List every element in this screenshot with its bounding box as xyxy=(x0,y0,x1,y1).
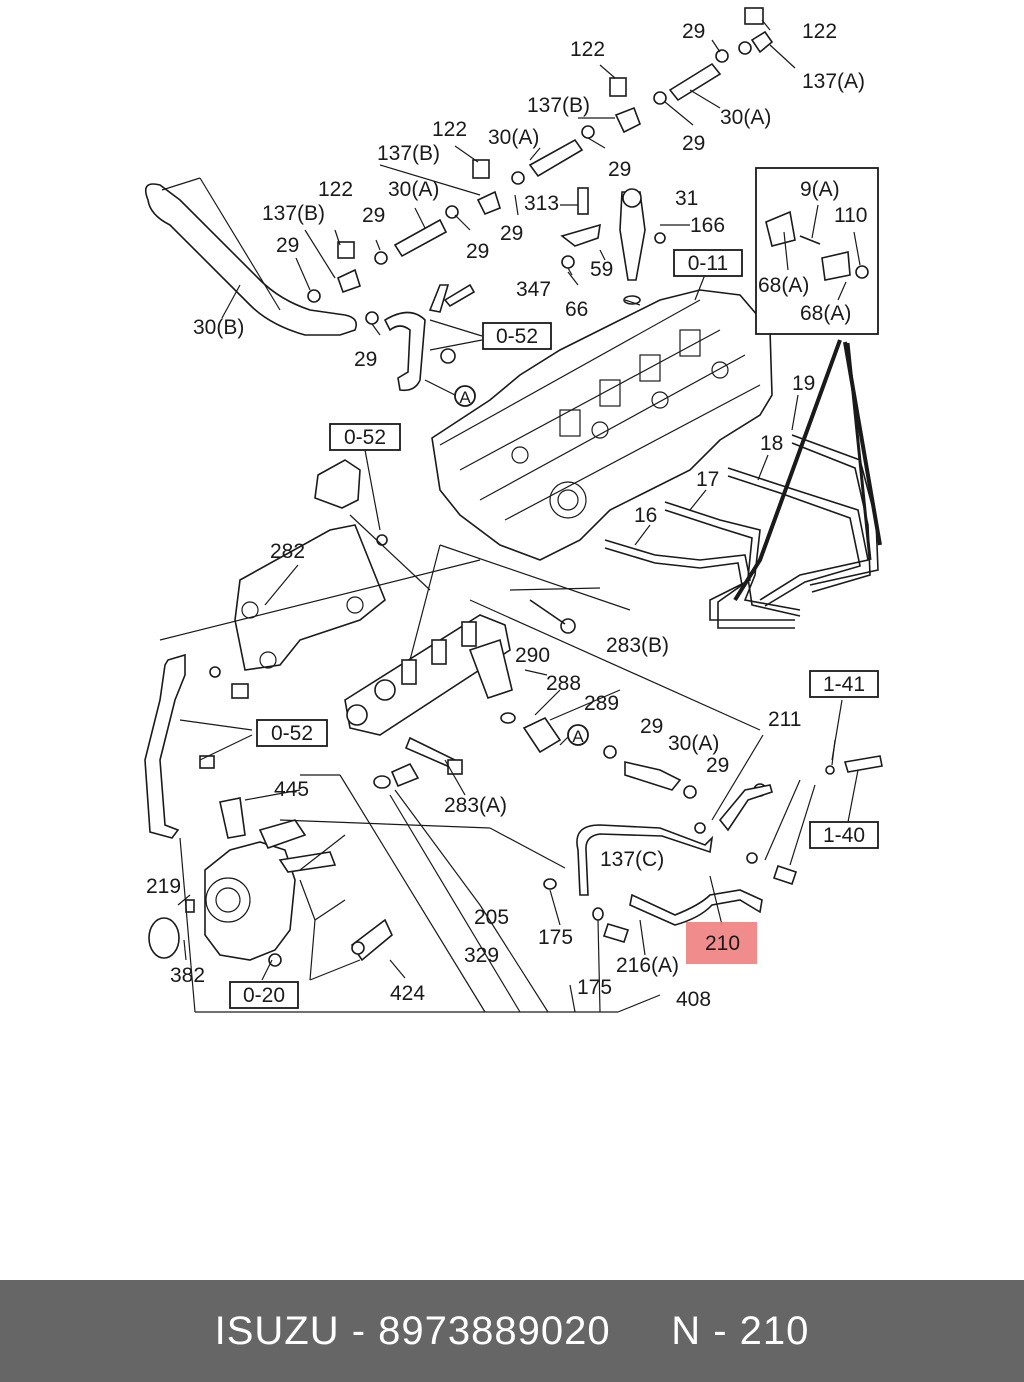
gap xyxy=(611,1309,672,1354)
pipe-210 xyxy=(629,889,763,926)
svg-text:0-20: 0-20 xyxy=(243,984,285,1007)
callout-313: 313 xyxy=(524,192,559,215)
callout-288: 288 xyxy=(546,672,581,695)
callout-68a: 68(A) xyxy=(758,274,809,297)
callout-424: 424 xyxy=(390,982,425,1005)
callout-29: 29 xyxy=(362,204,385,227)
supply-pump xyxy=(148,797,337,967)
callout-29: 29 xyxy=(354,348,377,371)
svg-text:A: A xyxy=(459,388,471,407)
callout-290: 290 xyxy=(515,644,550,667)
ref-box-1-41[interactable]: 1-41 xyxy=(809,670,879,698)
callout-30a: 30(A) xyxy=(488,126,539,149)
ref-box-0-52-left[interactable]: 0-52 xyxy=(256,719,328,747)
oem-part-number: 8973889020 xyxy=(378,1308,611,1353)
callout-29: 29 xyxy=(466,240,489,263)
ref-box-1-40[interactable]: 1-40 xyxy=(809,821,879,849)
callout-211: 211 xyxy=(768,708,801,731)
callout-17: 17 xyxy=(696,468,719,491)
callout-283a: 283(A) xyxy=(444,794,507,817)
callout-175: 175 xyxy=(577,976,612,999)
svg-text:A: A xyxy=(572,727,584,746)
callout-166: 166 xyxy=(690,214,725,237)
hose-30b xyxy=(144,183,358,336)
callout-122: 122 xyxy=(570,38,605,61)
sensor-424 xyxy=(350,918,393,962)
svg-text:0-52: 0-52 xyxy=(496,325,538,348)
callout-347: 347 xyxy=(516,278,551,301)
fittings-lower xyxy=(373,762,630,943)
callout-30a: 30(A) xyxy=(720,106,771,129)
callout-382: 382 xyxy=(170,964,205,987)
ref-box-0-11[interactable]: 0-11 xyxy=(673,249,743,277)
callout-110: 110 xyxy=(834,204,867,227)
callout-283b: 283(B) xyxy=(606,634,669,657)
callout-30a: 30(A) xyxy=(668,732,719,755)
callout-137c: 137(C) xyxy=(600,848,664,871)
svg-text:0-52: 0-52 xyxy=(344,426,386,449)
callout-137b: 137(B) xyxy=(377,142,440,165)
brand-name: ISUZU xyxy=(214,1308,340,1353)
callout-30a: 30(A) xyxy=(388,178,439,201)
footer-banner: ISUZU - 8973889020 N - 210 xyxy=(0,1280,1024,1382)
callout-219: 219 xyxy=(146,875,181,898)
bracket-282 xyxy=(234,459,388,671)
callout-289: 289 xyxy=(584,692,619,715)
common-rail xyxy=(344,599,576,736)
separator: - xyxy=(339,1308,379,1353)
callout-29: 29 xyxy=(640,715,663,738)
callout-122: 122 xyxy=(802,20,837,43)
callout-329: 329 xyxy=(464,944,499,967)
callout-66: 66 xyxy=(565,298,588,321)
ref-box-0-52-mid[interactable]: 0-52 xyxy=(329,423,401,451)
callout-30b: 30(B) xyxy=(193,316,244,339)
callout-137b: 137(B) xyxy=(262,202,325,225)
callout-137b: 137(B) xyxy=(527,94,590,117)
callout-210-highlighted: 210 xyxy=(705,932,740,955)
callout-16: 16 xyxy=(634,504,657,527)
cylinder-head xyxy=(431,289,773,561)
callout-216a: 216(A) xyxy=(616,954,679,977)
highlight-210 xyxy=(686,922,757,964)
callout-9a: 9(A) xyxy=(800,178,840,201)
callout-29: 29 xyxy=(706,754,729,777)
injection-pipes xyxy=(604,339,882,629)
callout-31: 31 xyxy=(675,187,698,210)
callout-18: 18 xyxy=(760,432,783,455)
svg-text:1-41: 1-41 xyxy=(823,673,865,696)
callout-68a: 68(A) xyxy=(800,302,851,325)
callout-205: 205 xyxy=(474,906,509,929)
callout-29: 29 xyxy=(276,234,299,257)
svg-text:0-11: 0-11 xyxy=(688,252,728,275)
parts-diagram: 0-11 0-52 0-52 0-52 1-41 1-40 0-20 A A 1… xyxy=(144,7,883,1013)
callout-29: 29 xyxy=(500,222,523,245)
callout-282: 282 xyxy=(270,540,305,563)
callout-175: 175 xyxy=(538,926,573,949)
callout-19: 19 xyxy=(792,372,815,395)
marker-a-mid: A xyxy=(567,724,589,746)
svg-text:0-52: 0-52 xyxy=(271,722,313,745)
callout-29: 29 xyxy=(682,132,705,155)
callout-445: 445 xyxy=(274,778,309,801)
callout-labels: 122 29 137(A) 30(A) 29 122 137(B) 122 30… xyxy=(146,20,867,1011)
rail-fittings xyxy=(404,712,883,886)
callout-59: 59 xyxy=(590,258,613,281)
ref-box-0-20[interactable]: 0-20 xyxy=(229,981,299,1009)
callout-29: 29 xyxy=(608,158,631,181)
callout-137a: 137(A) xyxy=(802,70,865,93)
callout-29: 29 xyxy=(682,20,705,43)
diagram-position-label: N - 210 xyxy=(671,1308,810,1353)
ref-box-0-52-top[interactable]: 0-52 xyxy=(482,322,552,350)
svg-text:1-40: 1-40 xyxy=(823,824,865,847)
callout-408: 408 xyxy=(676,988,711,1011)
upper-fittings xyxy=(307,7,774,392)
callout-122: 122 xyxy=(318,178,353,201)
pipe-137c xyxy=(576,824,714,896)
marker-a-top: A xyxy=(454,385,476,407)
callout-122: 122 xyxy=(432,118,467,141)
